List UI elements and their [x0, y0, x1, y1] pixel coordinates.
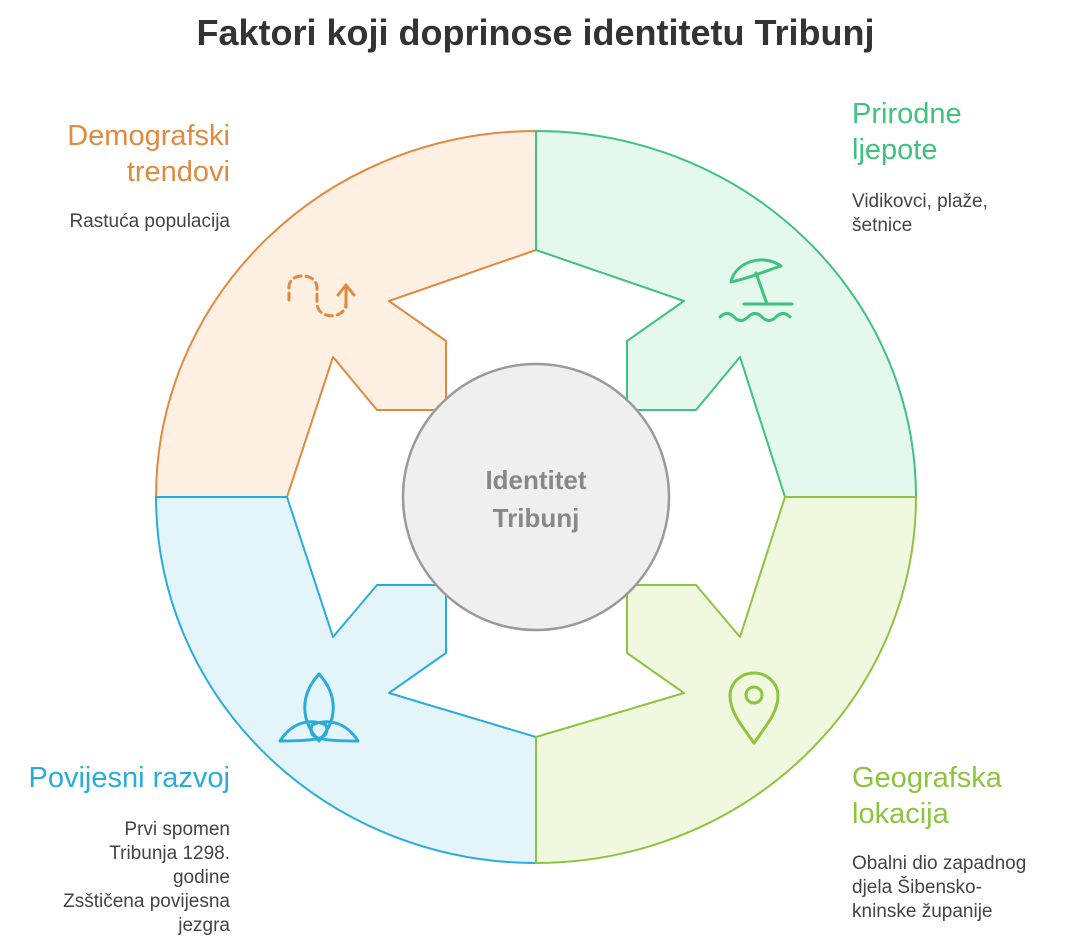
demographic-description: Rastuća populacija: [69, 211, 230, 232]
map-pin-icon: [728, 671, 780, 745]
center-label-line1: Identitet: [485, 465, 586, 495]
center-label-line2: Tribunj: [493, 503, 580, 533]
nature-title: Prirodne ljepote: [852, 98, 962, 166]
triquetra-icon: [278, 672, 360, 743]
diagram-title: Faktori koji doprinose identitetu Tribun…: [196, 12, 875, 53]
history-title: Povijesni razvoj: [28, 762, 230, 794]
geography-title: Geografska lokacija: [852, 762, 1002, 830]
trend-up-icon: [287, 274, 356, 318]
history-description: Prvi spomen Tribunja 1298. godine Zsštič…: [63, 819, 230, 936]
demographic-title: Demografski trendovi: [67, 120, 230, 188]
beach-umbrella-icon: [718, 258, 794, 322]
center-circle: [401, 362, 671, 632]
nature-description: Vidikovci, plaže, šetnice: [852, 191, 988, 236]
geography-description: Obalni dio zapadnog djela Šibensko- knin…: [852, 853, 1027, 922]
